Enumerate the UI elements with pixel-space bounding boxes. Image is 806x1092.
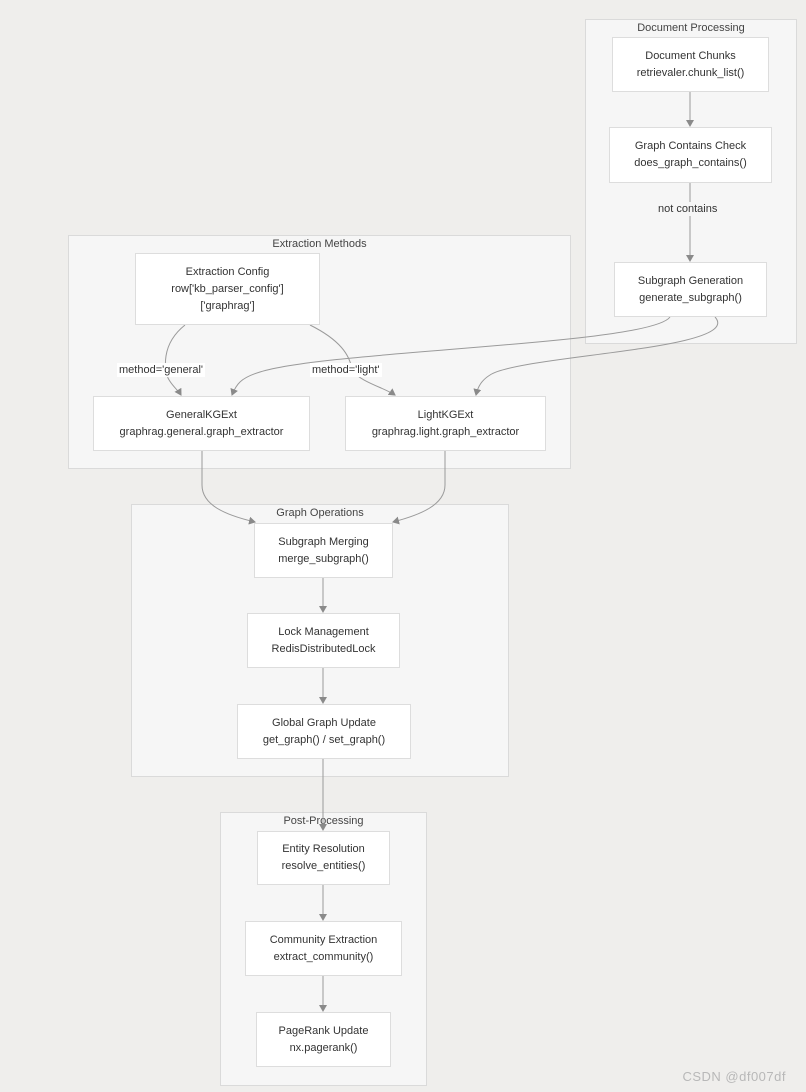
node-title: GeneralKGExt <box>166 408 237 421</box>
edge-subgraph-to-general <box>230 316 671 396</box>
edge-light-to-merging <box>392 451 446 525</box>
node-subgraph-generation: Subgraph Generation generate_subgraph() <box>614 262 767 317</box>
node-title: Extraction Config <box>185 265 270 278</box>
node-graph-contains-check: Graph Contains Check does_graph_contains… <box>609 127 772 183</box>
node-function: merge_subgraph() <box>278 552 369 565</box>
node-function: ['graphrag'] <box>200 299 255 312</box>
node-title: Document Chunks <box>645 49 736 62</box>
node-function: extract_community() <box>273 950 374 963</box>
edge-subgraph-to-light <box>473 316 719 396</box>
node-function: does_graph_contains() <box>634 157 747 169</box>
node-title: Subgraph Generation <box>637 274 744 287</box>
node-title: PageRank Update <box>278 1024 369 1037</box>
node-entity-resolution: Entity Resolution resolve_entities() <box>257 831 390 885</box>
edge-general-to-merging <box>201 451 256 525</box>
edge-config-to-light <box>309 324 396 396</box>
node-function: retrievaler.chunk_list() <box>636 66 745 79</box>
cluster-title: Document Processing <box>637 22 745 34</box>
node-title: Community Extraction <box>269 933 378 946</box>
edge-label-method-light: method='light' <box>310 363 382 377</box>
node-function: nx.pagerank() <box>289 1041 358 1054</box>
node-function: get_graph() / set_graph() <box>262 733 386 746</box>
node-pagerank-update: PageRank Update nx.pagerank() <box>256 1012 391 1067</box>
edge-label-method-general: method='general' <box>117 363 206 377</box>
node-function: RedisDistributedLock <box>271 642 376 655</box>
node-lock-management: Lock Management RedisDistributedLock <box>247 613 400 668</box>
node-general-kg-ext: GeneralKGExt graphrag.general.graph_extr… <box>93 396 310 451</box>
node-title: Lock Management <box>278 625 369 638</box>
node-function: graphrag.general.graph_extractor <box>119 425 284 438</box>
node-subgraph-merging: Subgraph Merging merge_subgraph() <box>254 523 393 578</box>
node-title: Graph Contains Check <box>634 140 747 152</box>
edge-label-not-contains: not contains <box>656 202 720 216</box>
node-document-chunks: Document Chunks retrievaler.chunk_list() <box>612 37 769 92</box>
node-title: Global Graph Update <box>272 716 376 729</box>
node-extraction-config: Extraction Config row['kb_parser_config'… <box>135 253 320 325</box>
node-community-extraction: Community Extraction extract_community() <box>245 921 402 976</box>
node-function: row['kb_parser_config'] <box>171 282 284 295</box>
node-function: generate_subgraph() <box>639 291 742 304</box>
cluster-title: Graph Operations <box>276 507 364 519</box>
cluster-title: Extraction Methods <box>272 238 367 250</box>
node-light-kg-ext: LightKGExt graphrag.light.graph_extracto… <box>345 396 546 451</box>
watermark: CSDN @df007df <box>682 1069 786 1084</box>
node-title: Entity Resolution <box>282 843 365 855</box>
node-title: Subgraph Merging <box>278 535 369 548</box>
node-function: resolve_entities() <box>281 860 366 872</box>
node-function: graphrag.light.graph_extractor <box>371 425 520 438</box>
node-global-graph-update: Global Graph Update get_graph() / set_gr… <box>237 704 411 759</box>
edge-config-to-general <box>165 324 186 396</box>
node-title: LightKGExt <box>417 408 474 421</box>
